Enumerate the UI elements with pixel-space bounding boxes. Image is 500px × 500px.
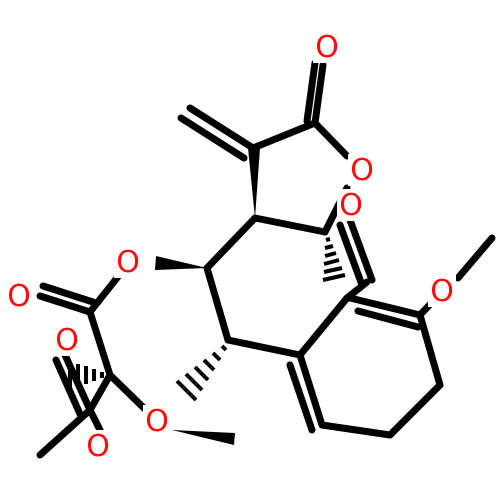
bond — [318, 421, 394, 439]
atom-o-acetate1-ester-2: O — [84, 429, 112, 464]
bond — [336, 221, 366, 289]
wedge-bond — [155, 256, 207, 270]
bond — [224, 336, 304, 359]
hash-line — [211, 351, 222, 362]
bond — [186, 104, 257, 152]
bond — [203, 214, 259, 272]
stereo-bonds — [155, 148, 260, 445]
hash-line — [324, 244, 334, 250]
hash-line — [324, 251, 337, 258]
atom-o-acetate1-carbonyl: O — [5, 279, 33, 314]
hash-line — [323, 266, 343, 274]
bond — [39, 282, 97, 306]
bond — [454, 234, 496, 282]
atom-o-ester-ring: O — [428, 274, 456, 309]
atom-o-lactone-carbonyl: O — [313, 30, 341, 65]
bond — [296, 294, 351, 359]
hash-line — [322, 273, 346, 282]
bond — [346, 294, 424, 319]
bond — [251, 214, 329, 236]
svg-text:O: O — [350, 153, 374, 188]
hashed-bonds — [68, 237, 346, 402]
atom-o-acetate2-ester: O — [143, 404, 171, 439]
bond — [346, 216, 376, 284]
wedge-bond — [172, 430, 235, 445]
svg-text:O: O — [315, 30, 339, 65]
bond — [86, 406, 104, 434]
svg-text:O: O — [55, 323, 79, 358]
bond — [416, 311, 444, 389]
hash-line — [193, 365, 210, 382]
hash-line — [325, 237, 331, 242]
bond — [36, 406, 94, 459]
wedge-bond — [248, 148, 260, 218]
hash-line — [323, 258, 340, 266]
atom-labels: O O O O O O O O — [5, 30, 456, 464]
bond — [36, 292, 94, 316]
atom-o-acetate1-ester: O — [114, 245, 142, 280]
bond — [386, 381, 444, 439]
svg-text:O: O — [145, 404, 169, 439]
svg-text:O: O — [86, 429, 110, 464]
svg-text:O: O — [7, 279, 31, 314]
bonds — [36, 59, 496, 459]
bond — [311, 61, 327, 127]
atom-o-ester-carbonyl: O — [337, 188, 365, 223]
hash-line — [202, 358, 216, 372]
svg-text:O: O — [116, 245, 140, 280]
bond — [203, 264, 232, 344]
bond — [86, 308, 114, 379]
bond — [177, 114, 248, 162]
hash-line — [175, 379, 198, 402]
bond — [249, 119, 319, 152]
atom-o-lactone-ring: O — [348, 153, 376, 188]
bond — [296, 351, 326, 429]
bond — [354, 307, 422, 331]
bond — [311, 119, 351, 160]
svg-text:O: O — [430, 274, 454, 309]
bond — [303, 59, 319, 125]
hash-line — [220, 344, 228, 352]
atom-o-acetate2-carbonyl: O — [53, 323, 81, 358]
hash-line — [184, 372, 204, 392]
bond — [86, 371, 114, 414]
svg-text:O: O — [339, 188, 363, 223]
bond — [106, 371, 152, 416]
bond — [286, 361, 316, 434]
